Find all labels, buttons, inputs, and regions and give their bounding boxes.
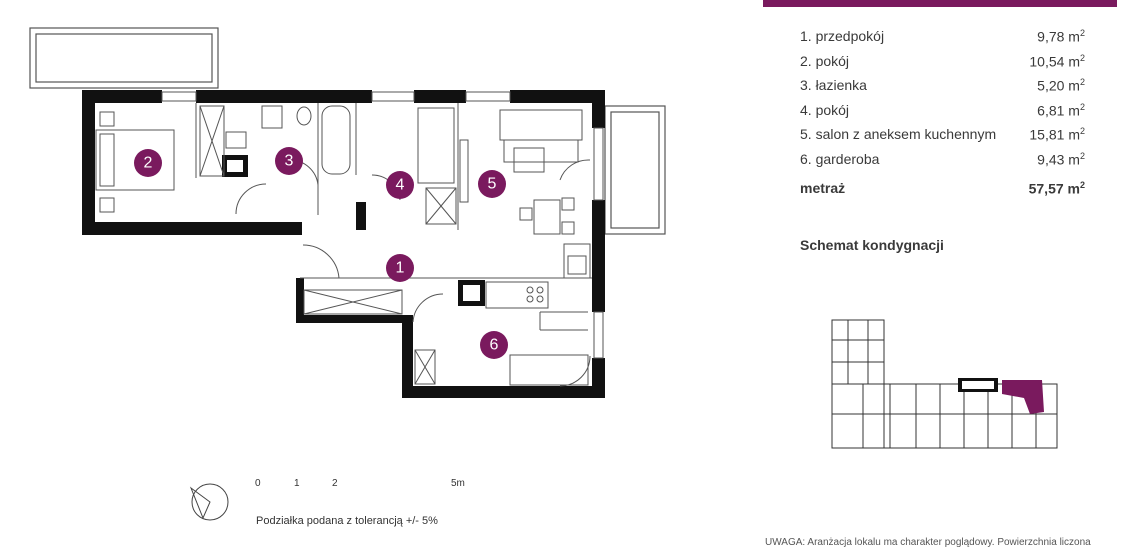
room-row: 1. przedpokój 9,78 m2 [800,28,1085,53]
walls [82,90,605,398]
room-row: 4. pokój 6,81 m2 [800,102,1085,127]
closet [509,354,589,386]
room-row: 5. salon z aneksem kuchennym 15,81 m2 [800,126,1085,151]
balcony-left-inner [35,33,213,83]
room-area: 9,78 m2 [1037,28,1085,45]
room-name: 5. salon z aneksem kuchennym [800,126,997,143]
room-area: 9,43 m2 [1037,150,1085,168]
north-arrow-icon [189,483,229,521]
floor-plan: 1 2 3 4 5 6 [29,27,666,398]
floor-schema-diagram [831,319,1058,449]
total-label: metraż [800,179,846,196]
room-area: 5,20 m2 [1037,77,1085,94]
balcony-right [604,105,666,235]
svg-text:4: 4 [396,177,405,194]
room-marker-2: 2 [134,149,162,177]
svg-text:5: 5 [488,176,497,193]
dining-table [533,199,561,235]
room-marker-6: 6 [480,331,508,359]
room-row: 3. łazienka 5,20 m2 [800,77,1085,102]
balcony-left [29,27,219,89]
shower [199,105,225,177]
room-marker-5: 5 [478,170,506,198]
floor-schema-title: Schemat kondygnacji [800,237,944,253]
coffee-table [513,147,545,173]
room-area-list: 1. przedpokój 9,78 m2 2. pokój 10,54 m2 … [800,28,1085,196]
room-row: 6. garderoba 9,43 m2 [800,151,1085,176]
single-bed [417,107,455,184]
bathtub [321,105,351,175]
scale-label-5m: 5m [451,478,465,489]
svg-text:2: 2 [144,155,153,172]
wardrobe [303,289,403,315]
room-name: 1. przedpokój [800,28,885,44]
scale-label-2: 2 [332,478,338,489]
room-area: 10,54 m2 [1029,52,1085,70]
sink [261,105,283,129]
balcony-right-inner [610,111,660,229]
toilet [225,131,247,149]
hob [485,281,549,309]
room-name: 6. garderoba [800,150,880,167]
room-marker-4: 4 [386,171,414,199]
room-name: 2. pokój [800,52,850,69]
room-name: 3. łazienka [800,77,867,94]
scale-label-1: 1 [294,478,300,489]
room-area: 6,81 m2 [1037,101,1085,119]
svg-text:1: 1 [396,260,405,277]
scale-label-0: 0 [255,478,261,489]
svg-text:3: 3 [285,153,294,170]
total-value: 57,57 m2 [1028,179,1085,197]
accent-bar [763,0,1117,7]
room-marker-3: 3 [275,147,303,175]
scale-caption: Podziałka podana z tolerancją +/- 5% [256,515,438,527]
sofa [499,109,583,141]
kitchen-counter [563,243,591,279]
total-area-row: metraż 57,57 m2 [800,180,1085,197]
bed [95,129,175,191]
room-row: 2. pokój 10,54 m2 [800,53,1085,78]
svg-text:6: 6 [490,337,499,354]
room-marker-1: 1 [386,254,414,282]
room-name: 4. pokój [800,101,850,118]
room-area: 15,81 m2 [1029,126,1085,144]
disclaimer-note: UWAGA: Aranżacja lokalu ma charakter pog… [765,537,1091,548]
